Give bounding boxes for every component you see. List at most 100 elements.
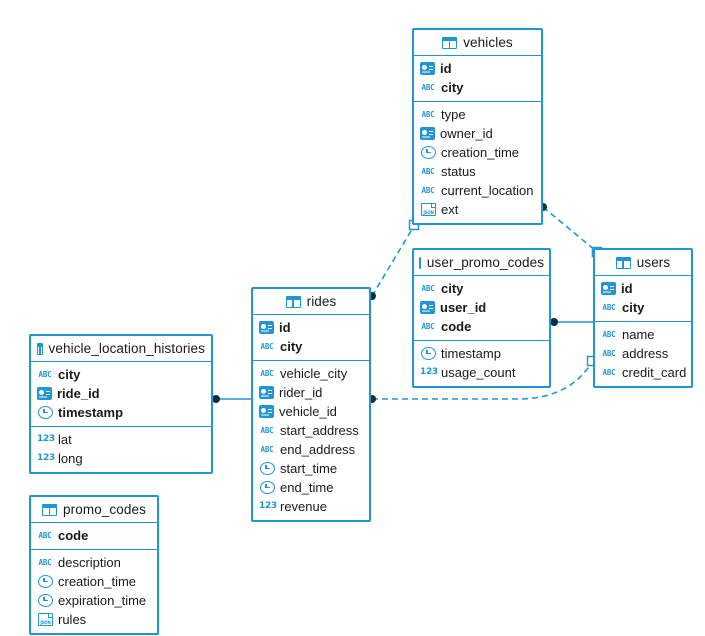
key-icon xyxy=(259,321,274,334)
table-grid-icon xyxy=(615,256,631,269)
field-row[interactable]: creation_time xyxy=(31,572,157,591)
clock-icon xyxy=(38,594,53,607)
field-row[interactable]: start_time xyxy=(253,459,369,478)
field-row[interactable]: ABC status xyxy=(414,162,541,181)
relationship-rides-to-vehicles[interactable] xyxy=(368,219,420,301)
key-icon xyxy=(259,386,274,399)
field-row[interactable]: ABC name xyxy=(595,325,691,344)
field-name: code xyxy=(441,319,472,334)
field-name: owner_id xyxy=(440,126,493,141)
field-row[interactable]: ABC type xyxy=(414,105,541,124)
field-row[interactable]: ABC description xyxy=(31,553,157,572)
abc-icon: ABC xyxy=(602,330,616,339)
clock-icon xyxy=(260,481,275,494)
field-name: timestamp xyxy=(441,346,501,361)
field-row[interactable]: expiration_time xyxy=(31,591,157,610)
table-title: users xyxy=(636,255,671,270)
field-name: city xyxy=(280,339,303,354)
table-title: rides xyxy=(306,294,337,309)
field-name: expiration_time xyxy=(58,593,147,608)
field-row[interactable]: timestamp xyxy=(31,403,211,422)
table-title: vehicles xyxy=(463,35,513,50)
field-name: rules xyxy=(58,612,87,627)
relationship-upc-to-users[interactable] xyxy=(550,318,593,326)
field-name: status xyxy=(441,164,476,179)
clock-icon xyxy=(421,146,436,159)
abc-icon: ABC xyxy=(421,167,435,176)
field-name: creation_time xyxy=(441,145,520,160)
field-row[interactable]: id xyxy=(595,279,691,298)
key-icon xyxy=(37,387,52,400)
table-header[interactable]: rides xyxy=(253,289,369,315)
field-row[interactable]: creation_time xyxy=(414,143,541,162)
field-name: id xyxy=(440,61,452,76)
field-name: description xyxy=(58,555,121,570)
field-name: city xyxy=(441,80,464,95)
abc-icon: ABC xyxy=(421,110,435,119)
table-header[interactable]: vehicle_location_histories xyxy=(31,336,211,362)
table-header[interactable]: vehicles xyxy=(414,30,541,56)
field-name: id xyxy=(279,320,291,335)
field-row[interactable]: vehicle_id xyxy=(253,402,369,421)
table-header[interactable]: promo_codes xyxy=(31,497,157,523)
relationship-dot-marker xyxy=(550,318,558,326)
field-row[interactable]: owner_id xyxy=(414,124,541,143)
table-header[interactable]: users xyxy=(595,250,691,276)
abc-icon: ABC xyxy=(421,322,435,331)
field-row[interactable]: ride_id xyxy=(31,384,211,403)
field-row[interactable]: ABC city xyxy=(253,337,369,356)
field-row[interactable]: end_time xyxy=(253,478,369,497)
field-name: name xyxy=(622,327,655,342)
field-row[interactable]: ext xyxy=(414,200,541,219)
abc-icon: ABC xyxy=(38,558,52,567)
field-row[interactable]: rules xyxy=(31,610,157,629)
table-header[interactable]: user_promo_codes xyxy=(414,250,549,276)
key-icon xyxy=(259,405,274,418)
field-name: code xyxy=(58,528,89,543)
abc-icon: ABC xyxy=(602,349,616,358)
abc-icon: ABC xyxy=(260,342,274,351)
field-row[interactable]: timestamp xyxy=(414,344,549,363)
relationship-line xyxy=(371,225,415,297)
abc-icon: ABC xyxy=(421,186,435,195)
field-name: city xyxy=(622,300,645,315)
abc-icon: ABC xyxy=(602,303,616,312)
clock-icon xyxy=(421,347,436,360)
field-row[interactable]: id xyxy=(253,318,369,337)
field-row[interactable]: rider_id xyxy=(253,383,369,402)
field-row[interactable]: id xyxy=(414,59,541,78)
field-name: ride_id xyxy=(57,386,100,401)
key-icon xyxy=(420,301,435,314)
relationship-vlh-to-rides[interactable] xyxy=(212,395,251,403)
field-row[interactable]: ABC city xyxy=(595,298,691,317)
field-row[interactable]: ABC code xyxy=(414,317,549,336)
abc-icon: ABC xyxy=(602,368,616,377)
field-name: type xyxy=(441,107,466,122)
123-icon: 123 xyxy=(259,501,277,511)
field-row[interactable]: user_id xyxy=(414,298,549,317)
